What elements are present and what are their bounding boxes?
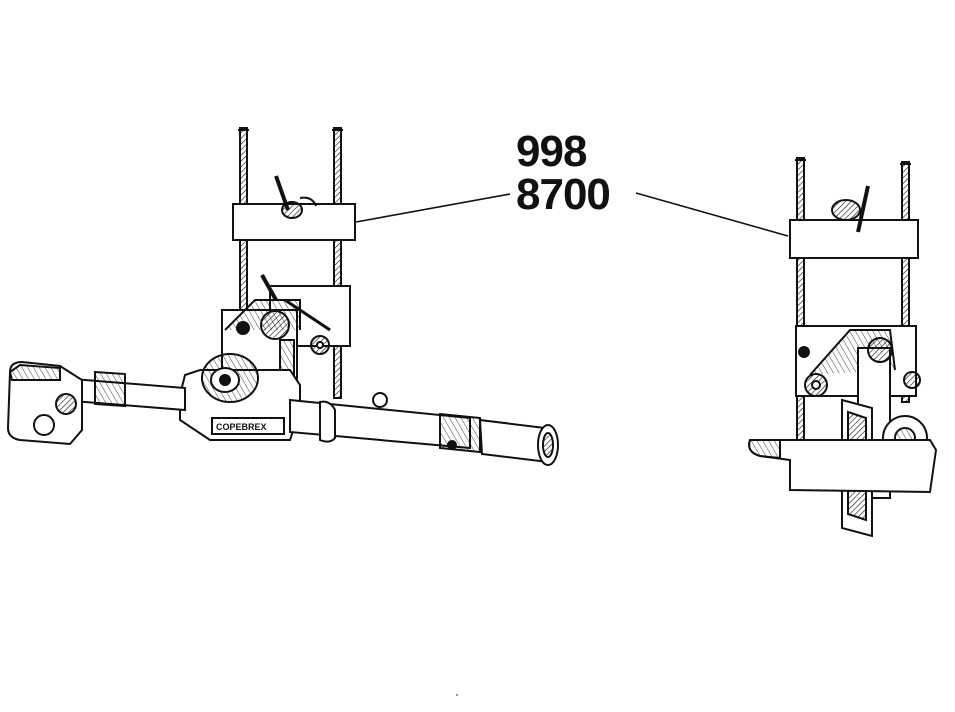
- part-number-label-secondary: 8700: [516, 170, 611, 219]
- leader-line-left: [355, 193, 511, 223]
- right-vertical-rods: [795, 157, 911, 459]
- left-horizontal-tube: [59, 370, 559, 466]
- brand-label: COPEBREX: [216, 422, 267, 432]
- left-end-cap: [6, 360, 83, 446]
- left-assembly: COPEBREX: [6, 127, 559, 466]
- right-top-clamp: [789, 185, 919, 259]
- right-base: [748, 439, 938, 494]
- part-number-label: 998: [516, 127, 587, 176]
- leader-line-right: [635, 192, 789, 237]
- leader-lines: [355, 192, 789, 237]
- left-main-body: COPEBREX: [179, 353, 301, 441]
- scan-dot: [456, 694, 458, 696]
- left-top-clamp: [232, 175, 356, 241]
- right-assembly: [748, 157, 938, 538]
- left-vertical-rods: [238, 127, 343, 399]
